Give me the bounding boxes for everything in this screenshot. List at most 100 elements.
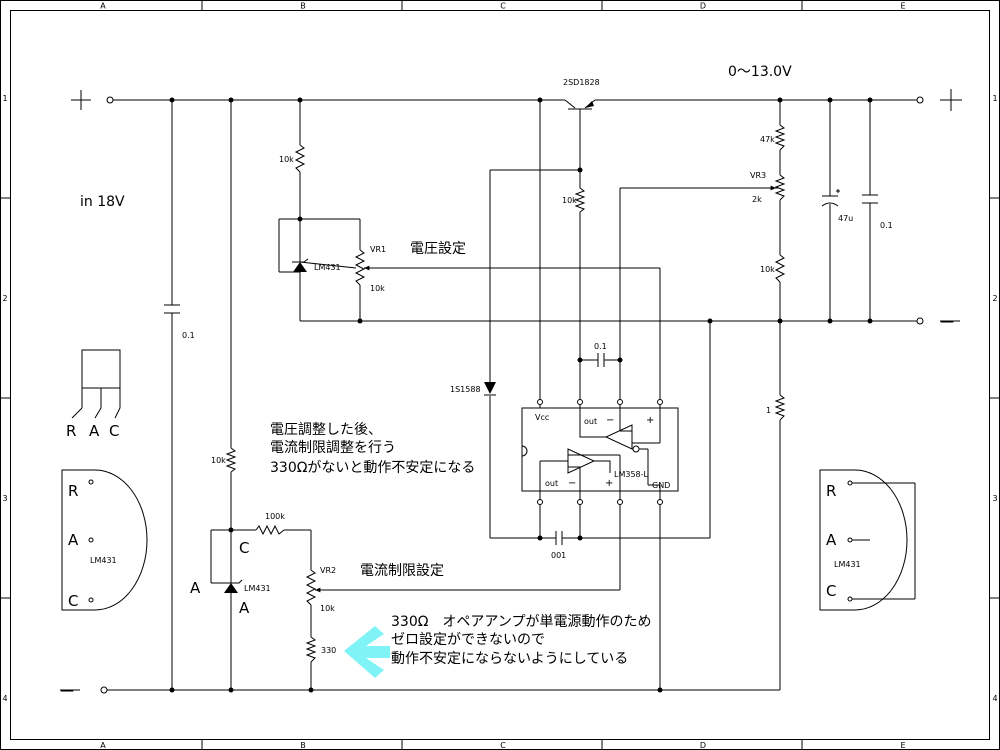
power-terminals xyxy=(71,89,962,694)
capacitor-c-bottom xyxy=(555,531,563,545)
label-r-base: 10k xyxy=(562,196,577,205)
frame-row-3-right: 3 xyxy=(992,494,997,503)
label-cap-electrolytic: 47u xyxy=(838,214,853,223)
resistor-r-100k xyxy=(255,524,285,536)
input-minus-terminal xyxy=(100,686,108,694)
pin-plus-upper-label: + xyxy=(646,415,654,426)
frame-row-1-right: 1 xyxy=(992,94,997,103)
label-c-bottom: 001 xyxy=(551,551,566,560)
label-transistor: 2SD1828 xyxy=(563,78,600,87)
lm431-bottom-view-left: R A C LM431 xyxy=(61,469,148,611)
capacitors xyxy=(164,189,878,545)
frame-col-a-top: A xyxy=(100,2,106,11)
left-view-pin-r: R xyxy=(68,482,78,500)
frame-col-c-bottom: C xyxy=(500,741,506,750)
resistor-r-sense xyxy=(774,394,786,421)
resistor-r-mid-right xyxy=(774,254,786,283)
capacitor-electrolytic xyxy=(821,189,840,207)
left-view-pin-c: C xyxy=(68,592,78,610)
current-limit-setting-label: 電流制限設定 xyxy=(360,563,444,579)
label-r-mid-right: 10k xyxy=(760,265,775,274)
opamp-lm358: Vcc out − + out − + GND LM358-L xyxy=(521,392,679,508)
cyan-arrow-icon xyxy=(344,626,390,678)
frame-row-4-left: 4 xyxy=(2,694,7,703)
frame-col-c-top: C xyxy=(500,2,506,11)
input-plus-sign xyxy=(71,90,91,110)
label-r-100k: 100k xyxy=(265,512,285,521)
resistor-r-left-low xyxy=(225,447,237,473)
package-pin-c: C xyxy=(109,422,119,440)
procedure-note-line-3: 330Ωがないと動作不安定になる xyxy=(270,460,475,476)
output-plus-terminal xyxy=(916,96,924,104)
wiring xyxy=(60,99,960,691)
input-voltage-label: in 18V xyxy=(80,194,125,210)
potentiometers xyxy=(305,174,786,606)
supply-labels: in 18V 0～13.0V — — xyxy=(60,64,954,699)
label-vr2-name: VR2 xyxy=(320,566,336,575)
package-pin-a: A xyxy=(89,422,100,440)
output-voltage-label: 0～13.0V xyxy=(728,64,792,80)
label-vr2-value: 10k xyxy=(320,604,335,613)
frame-row-3-left: 3 xyxy=(2,494,7,503)
right-view-pin-r: R xyxy=(826,482,836,500)
label-r-left-low: 10k xyxy=(211,456,226,465)
lm431-regulator-2 xyxy=(223,579,243,593)
label-node-c: C xyxy=(239,539,249,557)
to92-package-icon: R A C xyxy=(66,349,121,440)
label-lm431-2: LM431 xyxy=(244,584,271,593)
pin-out-upper-label: out xyxy=(584,417,597,426)
resistor-r-base xyxy=(574,187,586,213)
label-vr3-name: VR3 xyxy=(750,171,766,180)
procedure-note-line-1: 電圧調整した後、 xyxy=(270,422,382,438)
label-vr1-name: VR1 xyxy=(370,245,386,254)
label-r-top-left: 10k xyxy=(279,155,294,164)
left-view-pin-a: A xyxy=(68,531,79,549)
left-view-lm431-label: LM431 xyxy=(90,556,117,565)
output-minus-terminal xyxy=(916,317,924,325)
resistor-note-line-3: 動作不安定にならないようにしている xyxy=(391,651,628,667)
resistors xyxy=(225,124,786,663)
input-minus-sign: — xyxy=(60,683,74,699)
resistor-r-330 xyxy=(305,636,317,663)
label-vr1-value: 10k xyxy=(370,284,385,293)
label-diode: 1S1588 xyxy=(450,385,481,394)
input-plus-terminal xyxy=(106,96,114,104)
component-labels: 2SD1828 10k VR1 10k LM431 0.1 10k 0.1 1S… xyxy=(182,78,893,655)
label-node-a-left: A xyxy=(190,579,201,597)
frame-col-e-top: E xyxy=(900,2,905,11)
capacitor-c-out xyxy=(862,194,878,204)
diode-1s1588 xyxy=(484,382,496,396)
frame-col-e-bottom: E xyxy=(900,741,905,750)
junction-dots xyxy=(169,97,873,693)
resistor-r-top-left xyxy=(294,144,306,173)
opamp-label: LM358-L xyxy=(614,470,649,479)
resistor-r-top-right xyxy=(774,124,786,151)
pin-minus-lower-label: − xyxy=(568,478,576,489)
label-node-a-bottom: A xyxy=(239,599,250,617)
label-r-top-right: 47k xyxy=(760,135,775,144)
frame-row-2-right: 2 xyxy=(992,294,997,303)
capacitor-c-feedback xyxy=(597,353,605,367)
label-r-330: 330 xyxy=(321,646,336,655)
voltage-setting-label: 電圧設定 xyxy=(410,241,466,257)
pin-minus-upper-label: − xyxy=(606,415,614,426)
potentiometer-vr1 xyxy=(354,249,372,286)
annotations: 電圧設定 電流制限設定 電圧調整した後、 電流制限調整を行う 330Ωがないと動… xyxy=(270,241,651,667)
potentiometer-vr2 xyxy=(305,569,323,606)
label-lm431-1: LM431 xyxy=(314,263,341,272)
frame-col-d-top: D xyxy=(700,2,706,11)
resistor-note-line-1: 330Ω オペアアンプが単電源動作のため xyxy=(391,614,651,630)
frame-row-1-left: 1 xyxy=(2,94,7,103)
label-cap-out: 0.1 xyxy=(880,221,893,230)
pin-plus-lower-label: + xyxy=(605,478,613,489)
label-vr3-value: 2k xyxy=(752,195,762,204)
package-pin-r: R xyxy=(66,422,76,440)
potentiometer-vr3 xyxy=(766,174,786,201)
frame-col-d-bottom: D xyxy=(700,741,706,750)
lm431-regulator-1 xyxy=(292,258,357,272)
label-c-feedback: 0.1 xyxy=(594,342,607,351)
procedure-note-line-2: 電流制限調整を行う xyxy=(270,440,396,456)
frame-col-b-top: B xyxy=(300,2,306,11)
output-plus-sign xyxy=(940,89,962,111)
